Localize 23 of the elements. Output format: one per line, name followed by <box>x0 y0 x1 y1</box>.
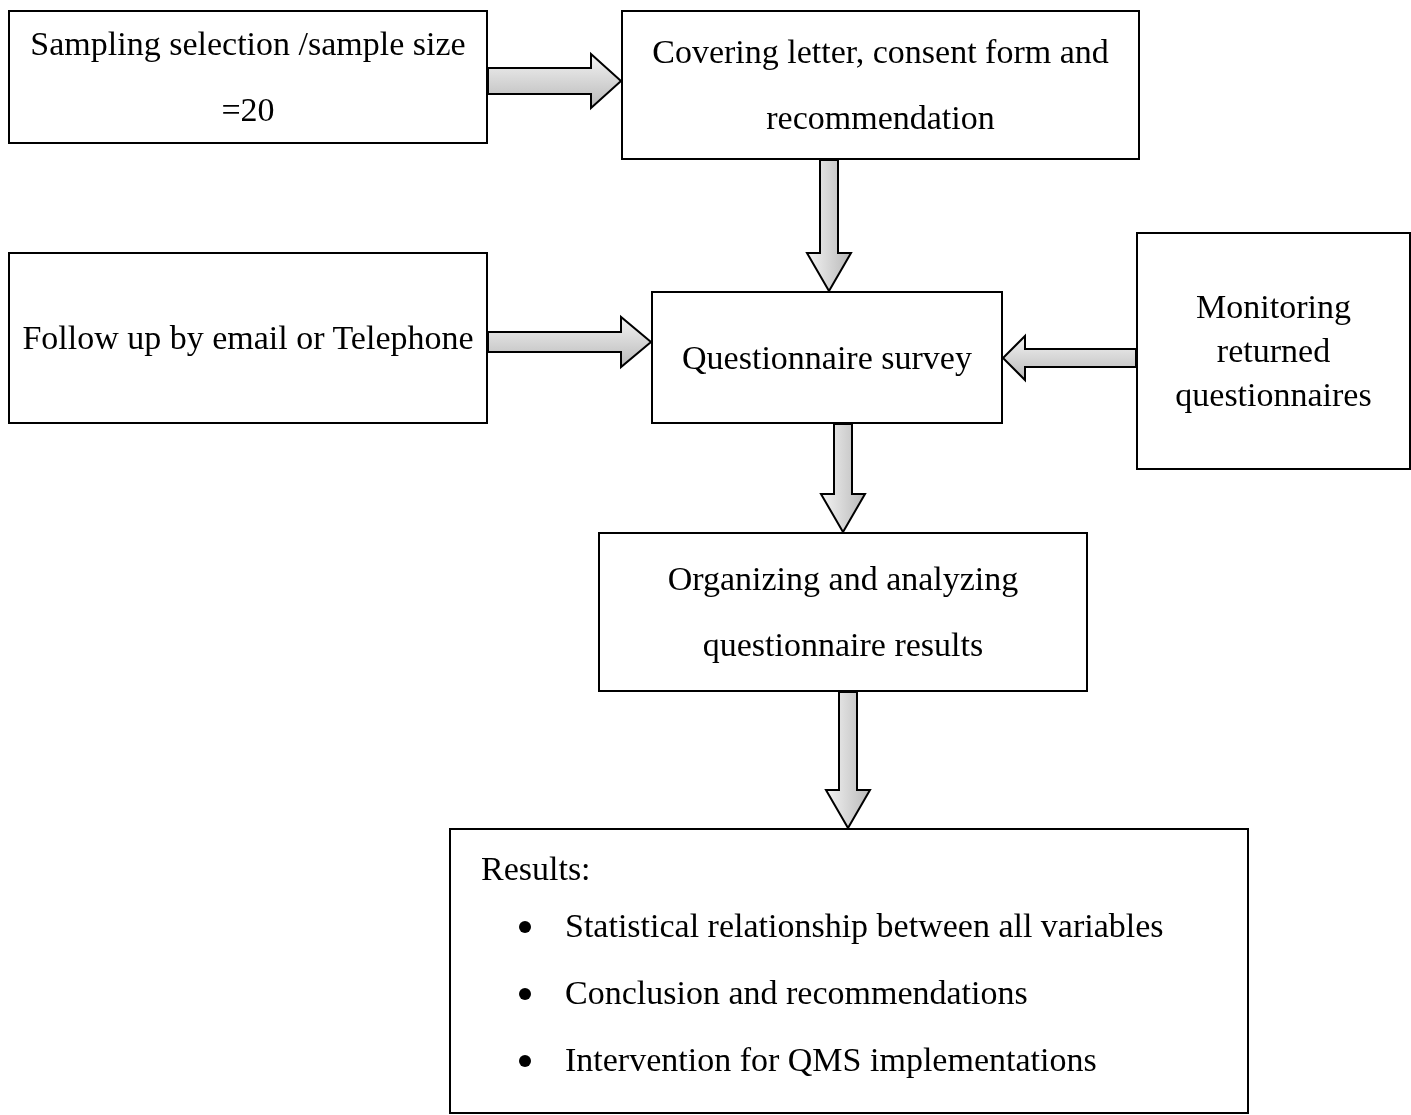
box-label: Covering letter, consent form and recommendation <box>651 31 1110 138</box>
process-box <box>621 10 1140 160</box>
block-arrow <box>1001 333 1137 383</box>
block-arrow <box>819 423 867 534</box>
box-label: Follow up by email or Telephone <box>22 317 474 358</box>
block-arrow <box>487 314 653 370</box>
results-heading: Results: <box>481 849 592 889</box>
process-box <box>598 532 1088 692</box>
block-arrow <box>824 691 872 830</box>
list-item: Conclusion and recommendations <box>565 974 1028 1011</box>
box-label: Sampling selection /sample size =20 <box>29 23 467 130</box>
process-box <box>8 252 488 424</box>
block-arrow <box>487 51 623 111</box>
process-box <box>449 828 1249 1114</box>
box-label: Questionnaire survey <box>682 337 972 378</box>
process-box <box>651 291 1003 424</box>
process-box <box>1136 232 1411 470</box>
list-item: Statistical relationship between all variables <box>565 907 1164 944</box>
block-arrow <box>805 159 853 293</box>
list-item: Intervention for QMS implementations <box>565 1041 1097 1078</box>
box-label: Organizing and analyzing questionnaire results <box>666 558 1020 665</box>
box-label: Monitoring returned questionnaires <box>1174 286 1373 416</box>
process-box <box>8 10 488 144</box>
